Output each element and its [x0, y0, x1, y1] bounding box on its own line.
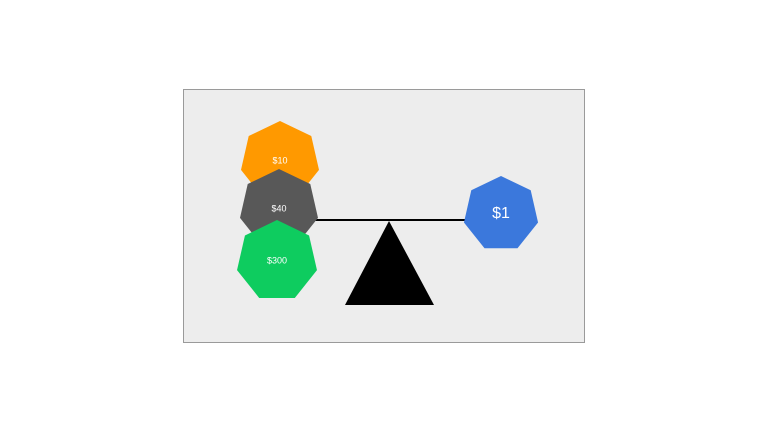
diagram-panel: [183, 89, 585, 343]
